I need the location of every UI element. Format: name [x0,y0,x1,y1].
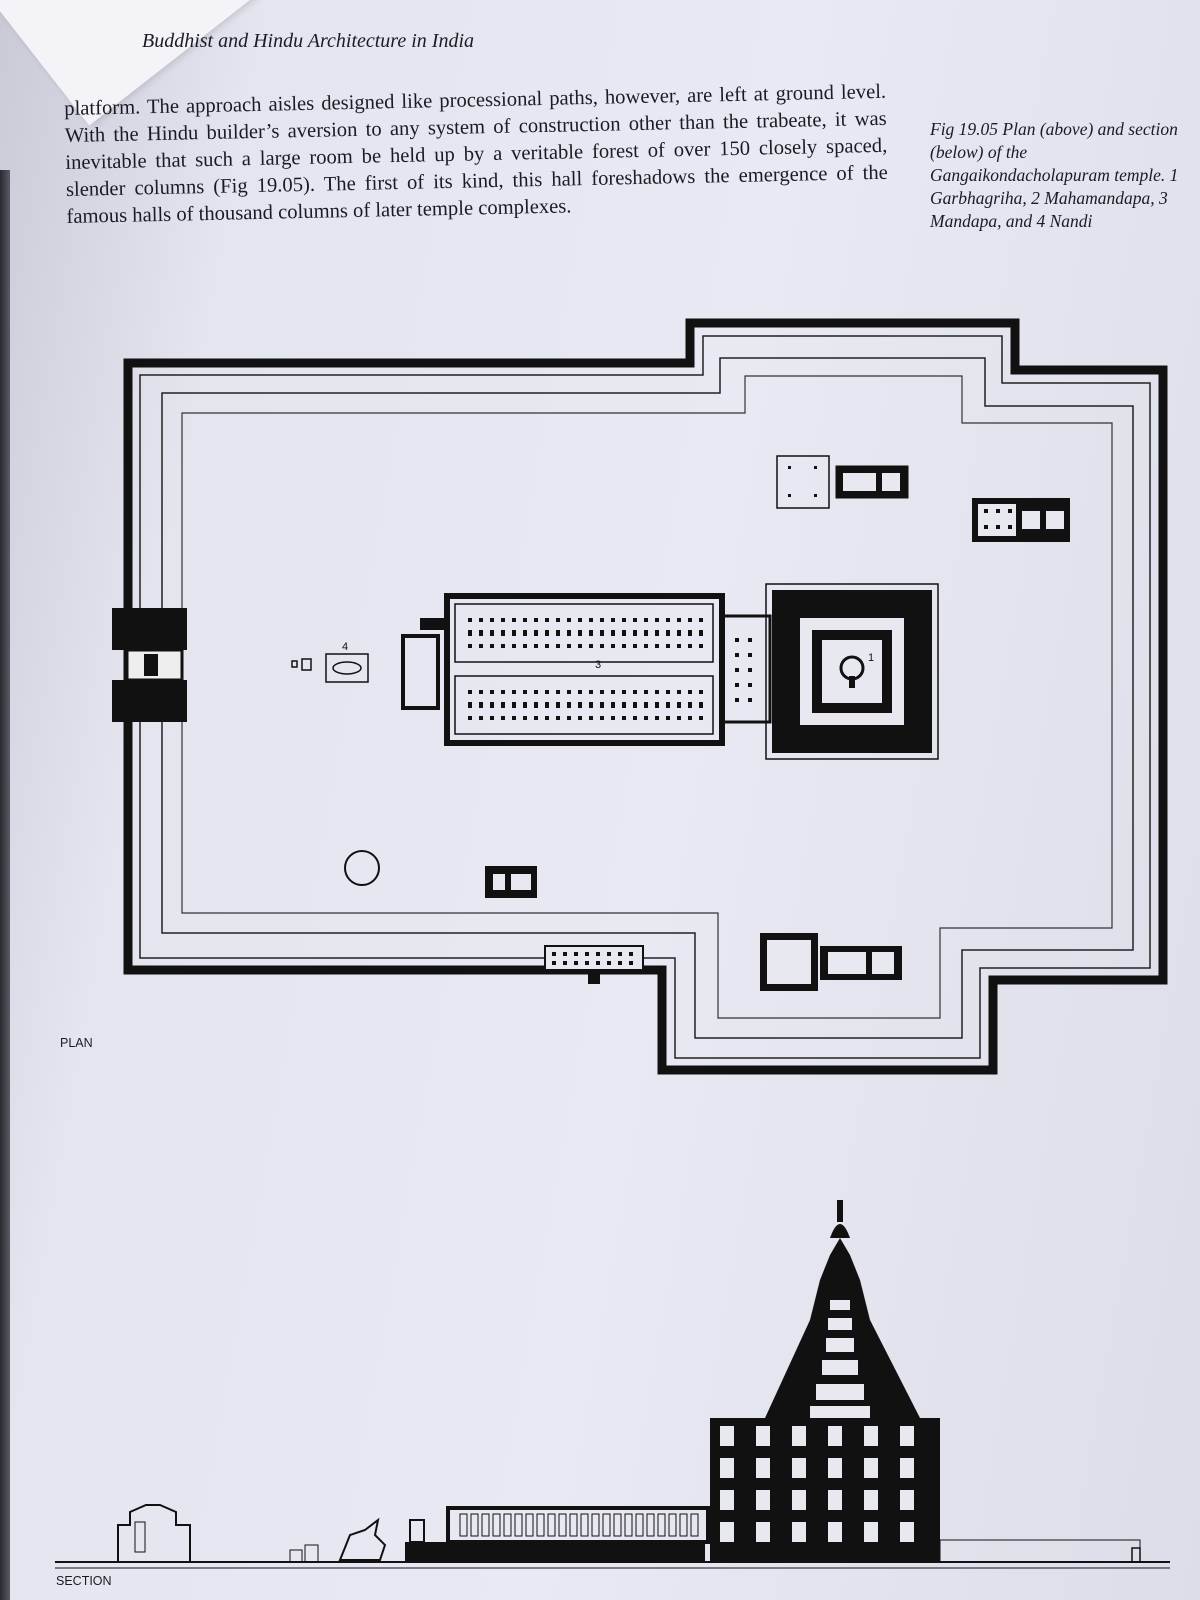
temple-section-drawing [55,1200,1170,1569]
south-gateway [544,945,644,984]
section-label: SECTION [56,1574,112,1588]
plan-marker-2: 2 [897,652,903,664]
shrine-southeast [760,933,902,991]
page-edge-shadow [0,170,10,1600]
plan-marker-3: 3 [595,659,601,671]
nandi-pavilion: 4 [291,641,369,683]
body-paragraph: platform. The approach aisles designed l… [64,80,889,228]
mandapa-column-grid [468,618,703,720]
running-header: Buddhist and Hindu Architecture in India [142,30,475,52]
shrine-north [776,455,909,509]
figure-caption: Fig 19.05 Plan (above) and section (belo… [930,119,1179,231]
shrine-northeast [972,498,1070,542]
plan-label: PLAN [60,1036,93,1050]
shrine-south [485,866,537,898]
main-temple: 3 1 2 [401,583,939,760]
temple-plan-drawing: 4 3 [112,318,1168,1075]
plan-marker-1: 1 [868,652,874,664]
plan-marker-4: 4 [342,641,348,653]
outer-enclosure-wall [123,318,1168,1075]
well [344,850,380,886]
west-gopuram [112,608,187,722]
